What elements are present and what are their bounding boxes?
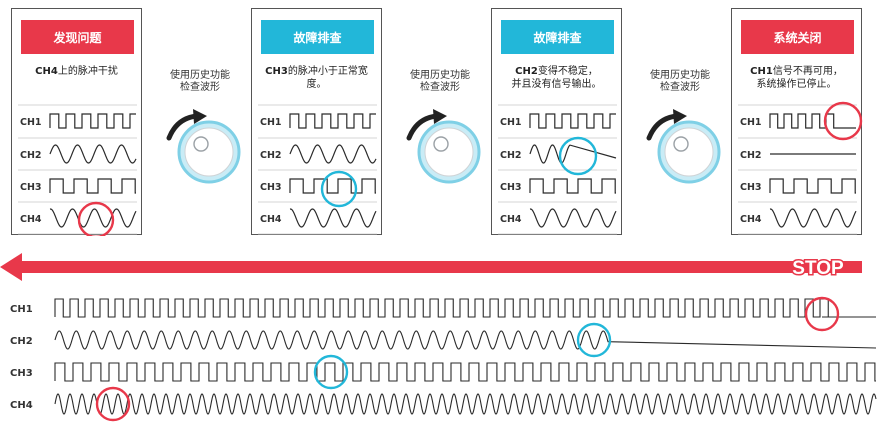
history-function-label: 使用历史功能 检查波形 (170, 70, 230, 93)
card-description: CH3的脉冲小于正常宽度。 (265, 66, 368, 90)
ch2-trace (529, 144, 617, 164)
knob-dimple (673, 136, 689, 152)
highlight-circle-icon (320, 170, 358, 208)
channel-label: CH3 (20, 182, 42, 193)
ch1-trace (49, 113, 136, 129)
timeline-channel-label: CH3 (10, 368, 33, 379)
highlight-circle-icon (558, 136, 598, 176)
channel-label: CH2 (740, 150, 762, 161)
timeline-channel-label: CH2 (10, 336, 33, 347)
card-title: 发现问题 (21, 20, 134, 54)
channel-label: CH4 (740, 214, 762, 225)
timeline-ch3-trace (54, 362, 876, 382)
knob-face (184, 127, 234, 177)
history-function-label: 使用历史功能 检查波形 (650, 70, 710, 93)
ch2-trace (289, 144, 377, 164)
highlight-circle-icon (95, 386, 131, 422)
knob-icon (406, 109, 481, 184)
ch4-trace (529, 208, 617, 228)
channel-label: CH4 (500, 214, 522, 225)
ch3-trace (769, 178, 856, 194)
card-description: CH4上的脉冲干扰 (35, 66, 118, 77)
channel-label: CH3 (740, 182, 762, 193)
ch4-trace (49, 208, 137, 228)
left-arrow-icon (0, 253, 862, 281)
channel-label: CH4 (260, 214, 282, 225)
ch3-trace (289, 178, 376, 194)
timeline-ch4-trace (54, 393, 877, 415)
ch4-trace (289, 208, 377, 228)
history-knob (403, 108, 483, 190)
arrowhead (193, 109, 207, 124)
card-title: 系统关闭 (741, 20, 854, 54)
arrowhead (433, 109, 447, 124)
arrowhead (673, 109, 687, 124)
channel-label: CH2 (20, 150, 42, 161)
timeline-channel-label: CH4 (10, 400, 33, 411)
highlight-circle-icon (77, 201, 115, 236)
ch1-trace (529, 113, 616, 129)
history-knob (163, 108, 243, 190)
channel-label: CH1 (20, 117, 42, 128)
history-knob (643, 108, 723, 190)
channel-label: CH3 (260, 182, 282, 193)
ch3-trace (529, 178, 616, 194)
card-description: CH2变得不稳定， 并且没有信号输出。 (511, 66, 602, 90)
highlight-circle-icon (823, 101, 863, 141)
knob-icon (646, 109, 721, 184)
knob-dimple (193, 136, 209, 152)
highlight-circle-icon (313, 354, 349, 390)
stop-arrow: STOP (0, 253, 862, 281)
channel-label: CH3 (500, 182, 522, 193)
timeline-ch2-trace (54, 330, 877, 350)
ch1-trace (769, 113, 856, 129)
timeline-channel-label: CH1 (10, 304, 33, 315)
channel-label: CH1 (500, 117, 522, 128)
history-function-label: 使用历史功能 检查波形 (410, 70, 470, 93)
ch2-trace (49, 144, 137, 164)
channel-label: CH1 (740, 117, 762, 128)
card-description: CH1信号不再可用， 系统操作已停止。 (750, 66, 843, 90)
knob-face (664, 127, 714, 177)
channel-label: CH4 (20, 214, 42, 225)
timeline-ch1-trace (54, 298, 876, 318)
card-title: 故障排查 (501, 20, 614, 54)
ch4-trace (769, 208, 857, 228)
ch3-trace (49, 178, 136, 194)
highlight-circle-icon (804, 296, 840, 332)
channel-label: CH2 (260, 150, 282, 161)
ch1-trace (289, 113, 376, 129)
knob-dimple (433, 136, 449, 152)
knob-face (424, 127, 474, 177)
channel-label: CH1 (260, 117, 282, 128)
highlight-circle-icon (576, 322, 612, 358)
stop-label: STOP (792, 258, 844, 279)
card-title: 故障排查 (261, 20, 374, 54)
channel-label: CH2 (500, 150, 522, 161)
knob-icon (166, 109, 241, 184)
